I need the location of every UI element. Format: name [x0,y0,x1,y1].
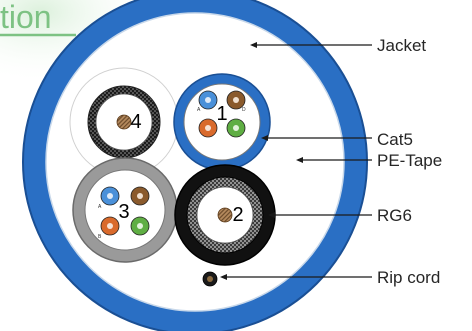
rg6-core [218,208,232,222]
page-title-fragment: tion [0,0,52,35]
label-jacket: Jacket [377,36,426,55]
component-number-4: 4 [130,111,141,133]
component-1-cat5: A D 1 [174,74,270,170]
pair-b-stripe [233,97,239,103]
component-number-1: 1 [216,103,227,125]
cable: 4 A D 1 [23,0,367,331]
coax-4-core [117,115,131,129]
label-cat5: Cat5 [377,130,413,149]
label-rip-cord: Rip cord [377,268,440,287]
component-3-cat5: A B 3 [73,158,177,262]
label-pe-tape: PE-Tape [377,151,442,170]
pair-letter-d: D [242,107,246,113]
label-rg6: RG6 [377,206,412,225]
pair-a-stripe [205,97,211,103]
rip-cord-core [207,276,213,282]
pair-d-stripe [233,125,239,131]
component-number-2: 2 [232,204,243,226]
component-2-rg6: 2 [175,165,275,265]
grey-pair-orange-stripe [107,223,113,229]
pair-c-stripe [205,125,211,131]
grey-pair-brown-stripe [137,193,143,199]
grey-pair-blue-stripe [107,193,113,199]
grey-pair-green-stripe [137,223,143,229]
component-number-3: 3 [118,201,129,223]
